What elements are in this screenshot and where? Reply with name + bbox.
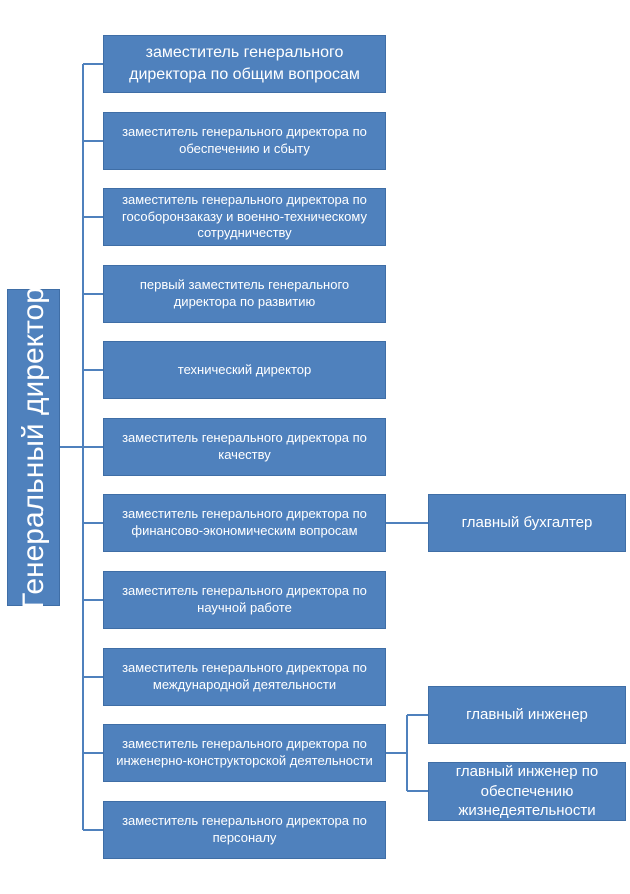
deputy-international-box: заместитель генерального директора по ме… — [103, 648, 386, 706]
deputy-supply-sales-box: заместитель генерального директора по об… — [103, 112, 386, 170]
chief-engineer-label: главный инженер — [466, 706, 588, 724]
chief-engineer-box: главный инженер — [428, 686, 626, 744]
technical-director-box: технический директор — [103, 341, 386, 399]
first-deputy-development-box: первый заместитель генерального директор… — [103, 265, 386, 323]
general-director-box: Генеральный директор — [7, 286, 60, 609]
deputy-supply-sales-label: заместитель генерального директора по об… — [122, 124, 367, 156]
chief-engineer-life-support-label: главный инженер по обеспечению жизнедеят… — [455, 763, 599, 820]
deputy-science-label: заместитель генерального директора по на… — [122, 583, 367, 615]
deputy-international-label: заместитель генерального директора по ме… — [122, 660, 367, 692]
general-director-label: Генеральный директор — [16, 286, 50, 609]
chief-accountant-box: главный бухгалтер — [428, 494, 626, 552]
deputy-engineering-box: заместитель генерального директора по ин… — [103, 724, 386, 782]
technical-director-label: технический директор — [177, 361, 312, 377]
deputy-finance-label: заместитель генерального директора по фи… — [122, 506, 367, 538]
deputy-science-box: заместитель генерального директора по на… — [103, 571, 386, 629]
deputy-quality-label: заместитель генерального директора по ка… — [122, 430, 367, 462]
chief-engineer-life-support-box: главный инженер по обеспечению жизнедеят… — [428, 762, 626, 821]
deputy-defense-order-box: заместитель генерального директора по го… — [103, 188, 386, 246]
deputy-general-affairs-box: заместитель генерального директора по об… — [103, 35, 386, 93]
first-deputy-development-label: первый заместитель генерального директор… — [139, 277, 350, 309]
deputy-general-affairs-label: заместитель генерального директора по об… — [129, 44, 360, 83]
deputy-engineering-label: заместитель генерального директора по ин… — [116, 736, 373, 768]
deputy-finance-box: заместитель генерального директора по фи… — [103, 494, 386, 552]
chief-accountant-label: главный бухгалтер — [461, 514, 593, 532]
deputy-quality-box: заместитель генерального директора по ка… — [103, 418, 386, 476]
deputy-personnel-box: заместитель генерального директора по пе… — [103, 801, 386, 859]
deputy-personnel-label: заместитель генерального директора по пе… — [122, 813, 367, 845]
deputy-defense-order-label: заместитель генерального директора по го… — [122, 191, 367, 241]
